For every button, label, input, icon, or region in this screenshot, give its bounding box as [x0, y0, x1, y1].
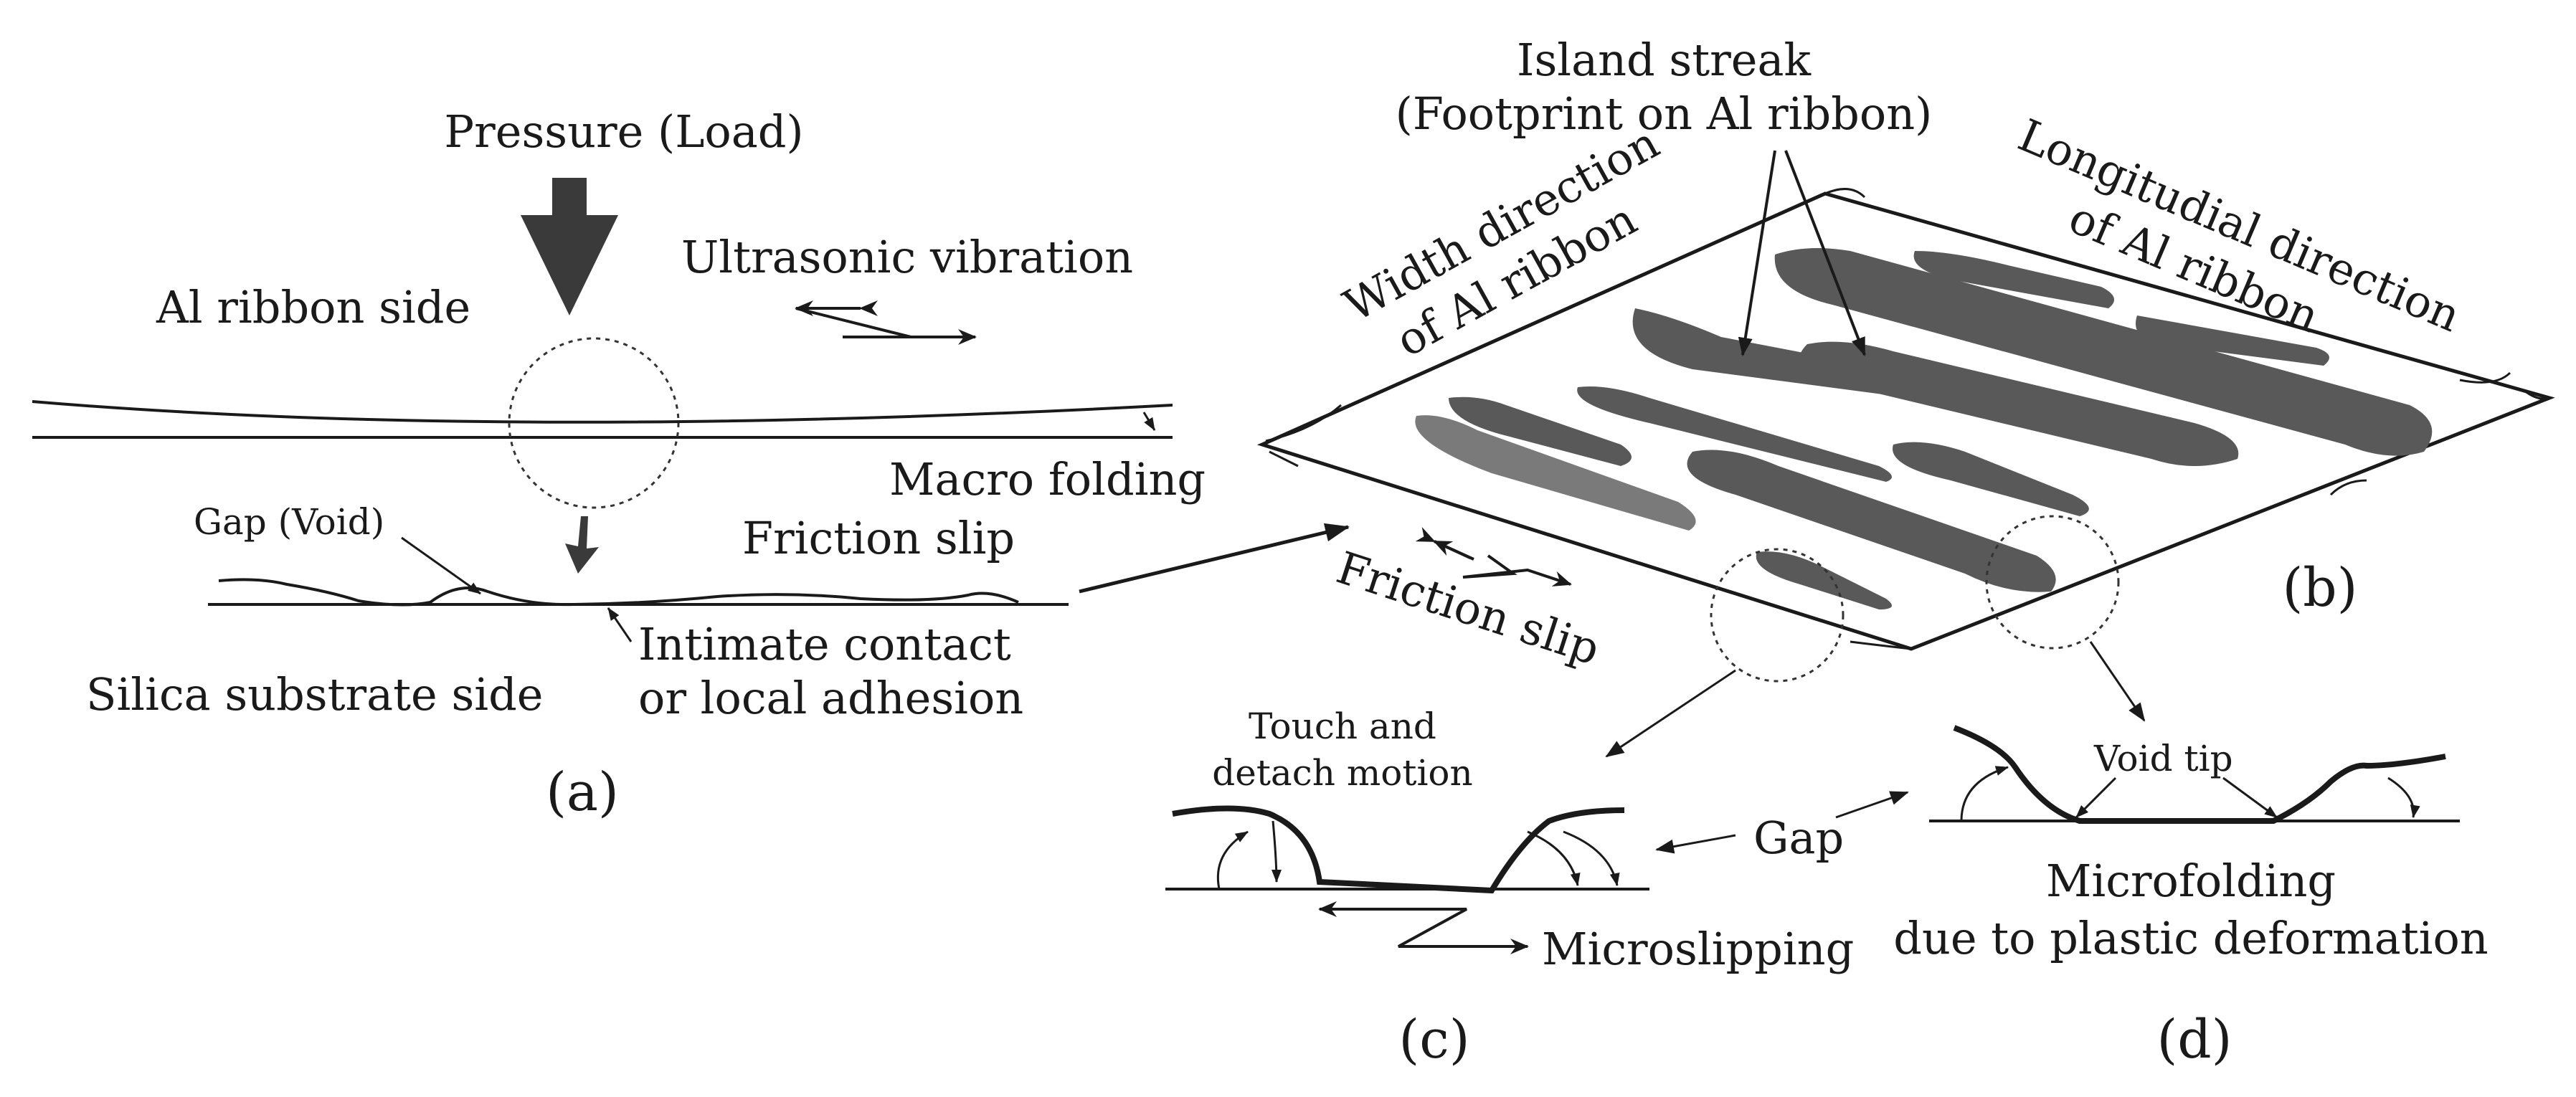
- ribbon-profile-d: [1953, 725, 2446, 824]
- gap-pointer-c: [1655, 834, 1736, 854]
- void-tip-pointer-1: [2075, 777, 2117, 819]
- angle-arc-d2: [2387, 777, 2420, 818]
- microfolding-label-line2: due to plastic deformation: [1893, 912, 2489, 964]
- angle-arc-c4: [1563, 830, 1620, 886]
- gap-label-d: Gap: [1753, 812, 1844, 864]
- focus-circle-c: [1710, 548, 1845, 683]
- ribbon-rough-surface: [218, 578, 1019, 607]
- island-label-line2: (Footprint on Al ribbon): [1396, 87, 1933, 140]
- friction-slip-label-a: Friction slip: [742, 512, 1015, 564]
- vibration-label: Ultrasonic vibration: [681, 231, 1133, 283]
- focus-circle-a: [508, 337, 680, 509]
- angle-arc-c1: [1216, 830, 1249, 890]
- focus-circle-d: [1985, 515, 2120, 650]
- a-to-b-arrow: [1079, 523, 1350, 594]
- streak: [1756, 551, 1892, 609]
- angle-arc-c3: [1527, 830, 1581, 886]
- streak: [1577, 386, 1892, 482]
- panel-c-label: (c): [1398, 1009, 1469, 1070]
- panel-a: Pressure (Load) Ultrasonic vibration Al …: [32, 105, 1350, 823]
- friction-slip-label-b: Friction slip: [1330, 541, 1606, 675]
- streak: [2136, 315, 2329, 366]
- friction-zigzag-icon: [1415, 527, 1572, 587]
- vibration-zigzag-icon: [795, 300, 977, 345]
- microslipping-label: Microslipping: [1542, 923, 1854, 975]
- gap-pointer-a: [401, 536, 481, 595]
- gap-label-a: Gap (Void): [194, 501, 384, 543]
- panel-b-label: (b): [2282, 557, 2357, 619]
- touch-label-line1: Touch and: [1249, 706, 1436, 747]
- touch-label-line2: detach motion: [1212, 752, 1473, 794]
- b-to-c-arrow: [1605, 669, 1736, 758]
- streak: [1687, 450, 2056, 592]
- island-pointer-2: [1784, 150, 1866, 356]
- streak: [1774, 248, 2433, 456]
- panel-d-label: (d): [2156, 1009, 2232, 1070]
- contact-pointer: [607, 607, 633, 642]
- contact-label-line2: or local adhesion: [638, 672, 1023, 724]
- streak: [1415, 415, 1696, 531]
- load-arrow-icon: [521, 178, 618, 315]
- panel-a-label: (a): [546, 761, 619, 823]
- streak: [1449, 396, 1632, 466]
- ribbon-top-line: [32, 400, 1173, 424]
- angle-arc-c2: [1271, 820, 1282, 883]
- small-down-arrow-icon: [565, 516, 599, 574]
- island-label-line1: Island streak: [1517, 34, 1811, 86]
- streak: [1893, 442, 2089, 516]
- void-tip-label: Void tip: [2093, 738, 2233, 779]
- pressure-label: Pressure (Load): [444, 105, 803, 158]
- substrate-label: Silica substrate side: [86, 668, 543, 721]
- macro-fold-pointer: [1142, 412, 1156, 431]
- streak: [1913, 251, 2114, 308]
- island-pointer-1: [1738, 150, 1776, 356]
- panel-c: Touch and detach motion Microslipping (c…: [1165, 706, 1854, 1070]
- ribbon-plane-edges: [1265, 188, 2550, 650]
- panel-d: Gap Void tip Microfolding due to plastic…: [1655, 725, 2489, 1070]
- friction-label-b-group: Friction slip: [1330, 541, 1606, 675]
- microslip-zigzag-icon: [1318, 901, 1529, 954]
- island-streaks: [1415, 248, 2433, 609]
- contact-label-line1: Intimate contact: [638, 618, 1011, 670]
- macro-folding-label: Macro folding: [889, 453, 1206, 505]
- b-to-d-arrow: [2089, 641, 2146, 722]
- void-tip-pointer-2: [2222, 777, 2278, 819]
- angle-arc-d1: [1960, 766, 2009, 822]
- streak: [1799, 341, 2239, 466]
- ribbon-side-label: Al ribbon side: [156, 281, 470, 333]
- microfolding-label-line1: Microfolding: [2046, 855, 2336, 907]
- gap-pointer-d: [1835, 791, 1909, 819]
- panel-b: Island streak (Footprint on Al ribbon) W…: [1256, 34, 2555, 758]
- ribbon-profile-c: [1172, 805, 1625, 894]
